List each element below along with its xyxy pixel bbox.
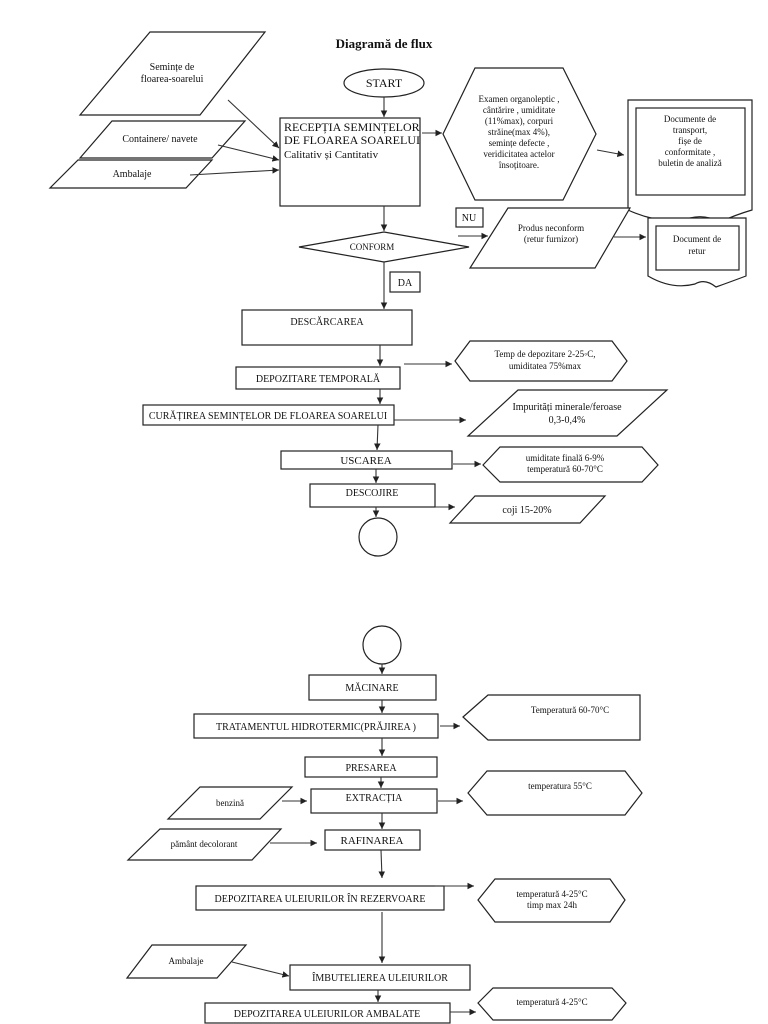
svg-text:CONFORM: CONFORM [350, 242, 395, 252]
diagram-title: Diagramă de flux [336, 36, 433, 51]
svg-text:DEPOZITARE TEMPORALĂ: DEPOZITARE TEMPORALĂ [256, 373, 381, 385]
svg-text:DEPOZITAREA ULEIURILOR ÎN REZE: DEPOZITAREA ULEIURILOR ÎN REZERVOARE [215, 893, 426, 905]
step-extractia: EXTRACȚIA [310, 788, 438, 814]
parallelogram-neconform: Produs neconform(retur furnizor) [468, 207, 632, 269]
svg-text:CURĂȚIREA SEMINȚELOR DE FLOARE: CURĂȚIREA SEMINȚELOR DE FLOAREA SOARELUI [149, 410, 387, 422]
svg-text:DESCOJIRE: DESCOJIRE [346, 488, 399, 499]
svg-text:NU: NU [462, 213, 477, 224]
label-nu: NU [455, 207, 484, 228]
svg-text:pământ decolorant: pământ decolorant [171, 839, 238, 849]
step-tratament: TRATAMENTUL HIDROTERMIC(PRĂJIREA ) [193, 713, 439, 739]
connector-in [362, 625, 402, 665]
step-imbutelierea: ÎMBUTELIEREA ULEIURILOR [289, 964, 471, 991]
decision-conform: CONFORM [298, 231, 470, 263]
svg-text:Temperatură 60-70°C: Temperatură 60-70°C [531, 705, 609, 715]
step-macinare: MĂCINARE [308, 674, 437, 701]
connector-out [358, 517, 398, 557]
label-da: DA [389, 271, 421, 293]
step-descojire: DESCOJIRE [309, 483, 436, 508]
step-depozitare-temporala: DEPOZITARE TEMPORALĂ [235, 366, 401, 390]
svg-text:TRATAMENTUL HIDROTERMIC(PRĂJIR: TRATAMENTUL HIDROTERMIC(PRĂJIREA ) [216, 721, 416, 733]
input-ambalaje-top: Ambalaje [48, 159, 214, 189]
step-presarea: PRESAREA [304, 756, 438, 778]
note-coji: coji 15-20% [448, 495, 607, 524]
svg-text:coji 15-20%: coji 15-20% [502, 505, 551, 516]
note-extractie: temperatura 55°C [467, 770, 643, 816]
svg-text:EXTRACȚIA: EXTRACȚIA [346, 793, 403, 804]
svg-text:Calitativ și Cantitativ: Calitativ și Cantitativ [284, 149, 379, 161]
svg-text:Examen organoleptic ,cântărire: Examen organoleptic ,cântărire , umidita… [478, 94, 559, 170]
step-depozitarea-ambalate: DEPOZITAREA ULEIURILOR AMBALATE [204, 1002, 451, 1024]
step-rafinarea: RAFINAREA [324, 829, 421, 851]
note-uscare: umiditate finală 6-9%temperatură 60-70°C [482, 446, 659, 483]
svg-text:ÎMBUTELIEREA ULEIURILOR: ÎMBUTELIEREA ULEIURILOR [312, 972, 448, 984]
svg-text:Containere/ navete: Containere/ navete [122, 134, 198, 145]
svg-text:Ambalaje: Ambalaje [169, 956, 204, 966]
svg-text:umiditate finală 6-9%temperatu: umiditate finală 6-9%temperatură 60-70°C [526, 453, 605, 474]
step-uscarea: USCAREA [280, 450, 453, 470]
svg-text:Ambalaje: Ambalaje [113, 169, 152, 180]
svg-text:DEPOZITAREA ULEIURILOR AMBALAT: DEPOZITAREA ULEIURILOR AMBALATE [234, 1009, 420, 1020]
svg-text:PRESAREA: PRESAREA [345, 763, 397, 774]
note-ambalate: temperatură 4-25°C [477, 987, 627, 1021]
input-pamant-decolorant: pământ decolorant [126, 828, 283, 861]
svg-text:Produs neconform(retur furnizo: Produs neconform(retur furnizor) [518, 223, 584, 244]
note-depozitare: Temp de depozitare 2-25◦C,umiditatea 75%… [454, 340, 628, 382]
svg-text:temperatură 4-25°C: temperatură 4-25°C [516, 997, 587, 1007]
step-depozitarea-rezervoare: DEPOZITAREA ULEIURILOR ÎN REZERVOARE [195, 885, 445, 911]
svg-text:MĂCINARE: MĂCINARE [345, 682, 398, 694]
svg-text:RAFINAREA: RAFINAREA [341, 835, 404, 847]
hexagon-examen: Examen organoleptic ,cântărire , umidita… [442, 67, 597, 201]
svg-text:START: START [366, 76, 403, 90]
step-descarcarea: DESCĂRCAREA [241, 309, 413, 346]
start-terminator: START [343, 68, 425, 98]
svg-text:USCAREA: USCAREA [340, 455, 391, 467]
input-ambalaje-bottom: Ambalaje [125, 944, 248, 979]
input-benzina: benzină [166, 786, 294, 820]
input-containere: Containere/ navete [78, 120, 247, 159]
svg-text:DA: DA [398, 278, 413, 289]
step-curatirea: CURĂȚIREA SEMINȚELOR DE FLOAREA SOARELUI [142, 404, 395, 426]
svg-text:benzină: benzină [216, 798, 244, 808]
svg-text:Temp de depozitare 2-25◦C,umid: Temp de depozitare 2-25◦C,umiditatea 75%… [494, 349, 595, 371]
note-tratament: Temperatură 60-70°C [462, 694, 641, 741]
svg-text:temperatura 55°C: temperatura 55°C [528, 781, 592, 791]
svg-text:DESCĂRCAREA: DESCĂRCAREA [290, 316, 364, 328]
